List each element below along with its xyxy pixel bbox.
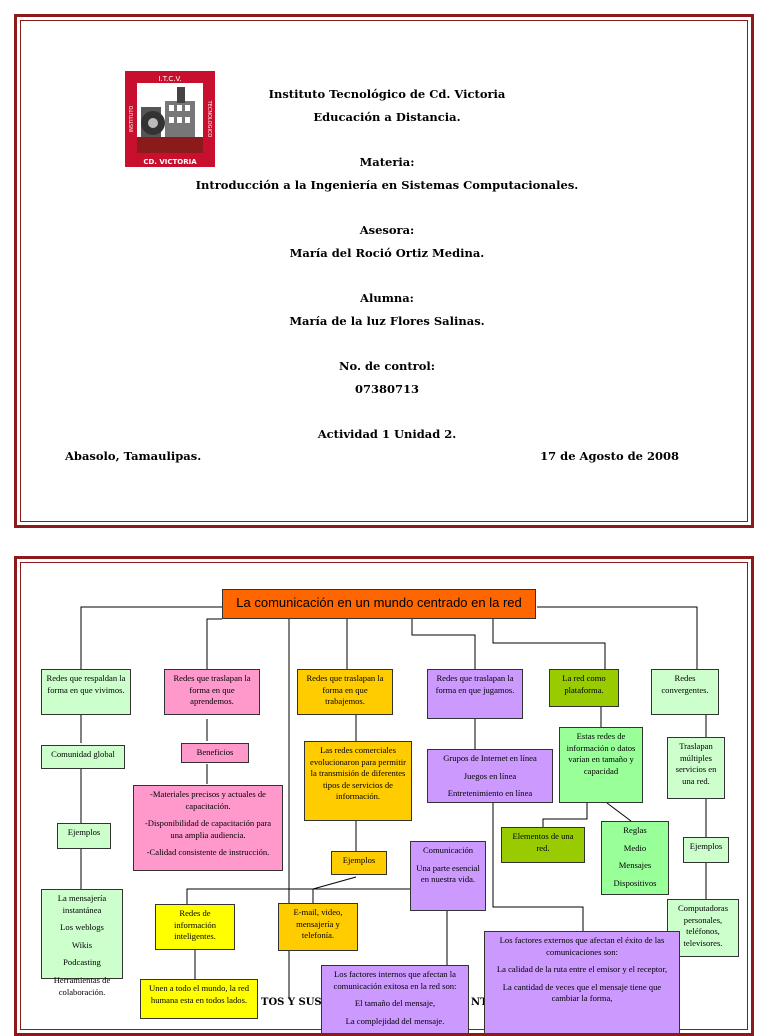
life-example-item: Wikis [71, 939, 93, 950]
internal-factor-item: El tamaño del mensaje, [354, 998, 436, 1009]
life-example-item: La mensajería instantánea [57, 893, 107, 915]
rules-item: Dispositivos [613, 877, 657, 888]
institution-logo: I.T.C.V. CD. VICTORIA INSTITUTO TECNOLOG… [125, 71, 215, 167]
date-text: 17 de Agosto de 2008 [540, 449, 679, 463]
games-item: Grupos de Internet en línea [443, 753, 537, 763]
life-example-item: Los weblogs [60, 922, 104, 933]
node-network-platform: La red como plataforma. [549, 669, 619, 707]
benefit-item: -Calidad consistente de instrucción. [146, 847, 270, 858]
life-example-item: Podcasting [63, 957, 101, 968]
control-label: No. de control: [338, 359, 436, 373]
benefit-item: -Materiales precisos y actuales de capac… [150, 789, 266, 811]
games-item: Juegos en línea [463, 770, 517, 781]
node-networks-playing: Redes que traslapan la forma en que juga… [427, 669, 523, 719]
node-networks-learning: Redes que traslapan la forma en que apre… [164, 669, 260, 715]
games-item: Entretenimiento en línea [447, 788, 533, 799]
node-examples-left: Ejemplos [57, 823, 111, 849]
node-communication: Comunicación Una parte esencial en nuest… [410, 841, 486, 911]
connector-lines [80, 606, 707, 999]
node-platform-description: Estas redes de información o datos varía… [559, 727, 643, 803]
node-smart-networks: Redes de información inteligentes. [155, 904, 235, 950]
activity-title: Actividad 1 Unidad 2. [317, 427, 457, 441]
node-networks-living: Redes que respaldan la forma en que vivi… [41, 669, 131, 715]
svg-text:INSTITUTO: INSTITUTO [129, 106, 135, 133]
svg-text:I.T.C.V.: I.T.C.V. [158, 75, 181, 83]
internal-factor-item: Los factores internos que afectan la com… [333, 969, 457, 991]
student-name: María de la luz Flores Salinas. [289, 314, 485, 328]
node-global-community: Comunidad global [41, 745, 125, 769]
life-example-item: Herramientas de colaboración. [53, 974, 111, 997]
communication-title: Comunicación [422, 845, 474, 855]
external-factor-item: Los factores externos que afectan el éxi… [499, 935, 665, 957]
node-unite-world: Unen a todo el mundo, la red humana esta… [140, 979, 258, 1019]
student-label: Alumna: [360, 291, 414, 305]
node-networks-working: Redes que traslapan la forma en que trab… [297, 669, 393, 715]
cover-page: I.T.C.V. CD. VICTORIA INSTITUTO TECNOLOG… [14, 14, 754, 528]
rules-item: Mensajes [618, 860, 652, 871]
svg-text:CD. VICTORIA: CD. VICTORIA [143, 158, 197, 166]
svg-text:TECNOLOGICO: TECNOLOGICO [206, 100, 212, 138]
node-external-factors: Los factores externos que afectan el éxi… [484, 931, 680, 1033]
node-converged-networks: Redes convergentes. [651, 669, 719, 715]
partial-heading-fragment: TOS Y SUS [261, 997, 322, 1008]
benefit-item: -Disponibilidad de capacitación para una… [144, 818, 272, 840]
external-factor-item: La cantidad de veces que el mensaje tien… [502, 981, 662, 1004]
rules-item: Medio [623, 842, 647, 853]
node-devices: Computadoras personales, teléfonos, tele… [667, 899, 739, 957]
node-life-examples: La mensajería instantánea Los weblogs Wi… [41, 889, 123, 997]
node-internal-factors: Los factores internos que afectan la com… [321, 965, 469, 1033]
node-business-networks: Las redes comerciales evolucionaron para… [304, 741, 412, 821]
node-network-elements: Elementos de una red. [501, 827, 585, 863]
concept-map-page: La comunicación en un mundo centrado en … [14, 556, 754, 1036]
node-benefits-list: -Materiales precisos y actuales de capac… [133, 785, 283, 871]
advisor-label: Asesora: [359, 223, 415, 237]
subject-label: Materia: [359, 155, 415, 169]
node-services: E-mail, video, mensajería y telefonía. [278, 903, 358, 951]
rules-item: Reglas [623, 825, 647, 835]
node-examples-right: Ejemplos [683, 837, 729, 863]
partial-heading-fragment-2: NT [471, 997, 488, 1008]
control-number: 07380713 [354, 382, 419, 396]
subject-name: Introducción a la Ingeniería en Sistemas… [195, 178, 579, 192]
advisor-name: María del Roció Ortiz Medina. [289, 246, 485, 260]
location-text: Abasolo, Tamaulipas. [65, 449, 202, 463]
internal-factor-item: La complejidad del mensaje. [345, 1015, 445, 1026]
node-examples-middle: Ejemplos [331, 851, 387, 875]
node-games-list: Grupos de Internet en línea Juegos en lí… [427, 749, 553, 803]
node-benefits: Beneficios [181, 743, 249, 763]
node-rules-list: Reglas Medio Mensajes Dispositivos [601, 821, 669, 895]
program-name: Educación a Distancia. [313, 110, 461, 124]
institution-name: Instituto Tecnológico de Cd. Victoria [268, 87, 506, 101]
communication-description: Una parte esencial en nuestra vida. [416, 862, 480, 885]
map-title: La comunicación en un mundo centrado en … [222, 589, 536, 619]
node-overlap-services: Traslapan múltiples servicios en una red… [667, 737, 725, 799]
external-factor-item: La calidad de la ruta entre el emisor y … [496, 964, 668, 975]
